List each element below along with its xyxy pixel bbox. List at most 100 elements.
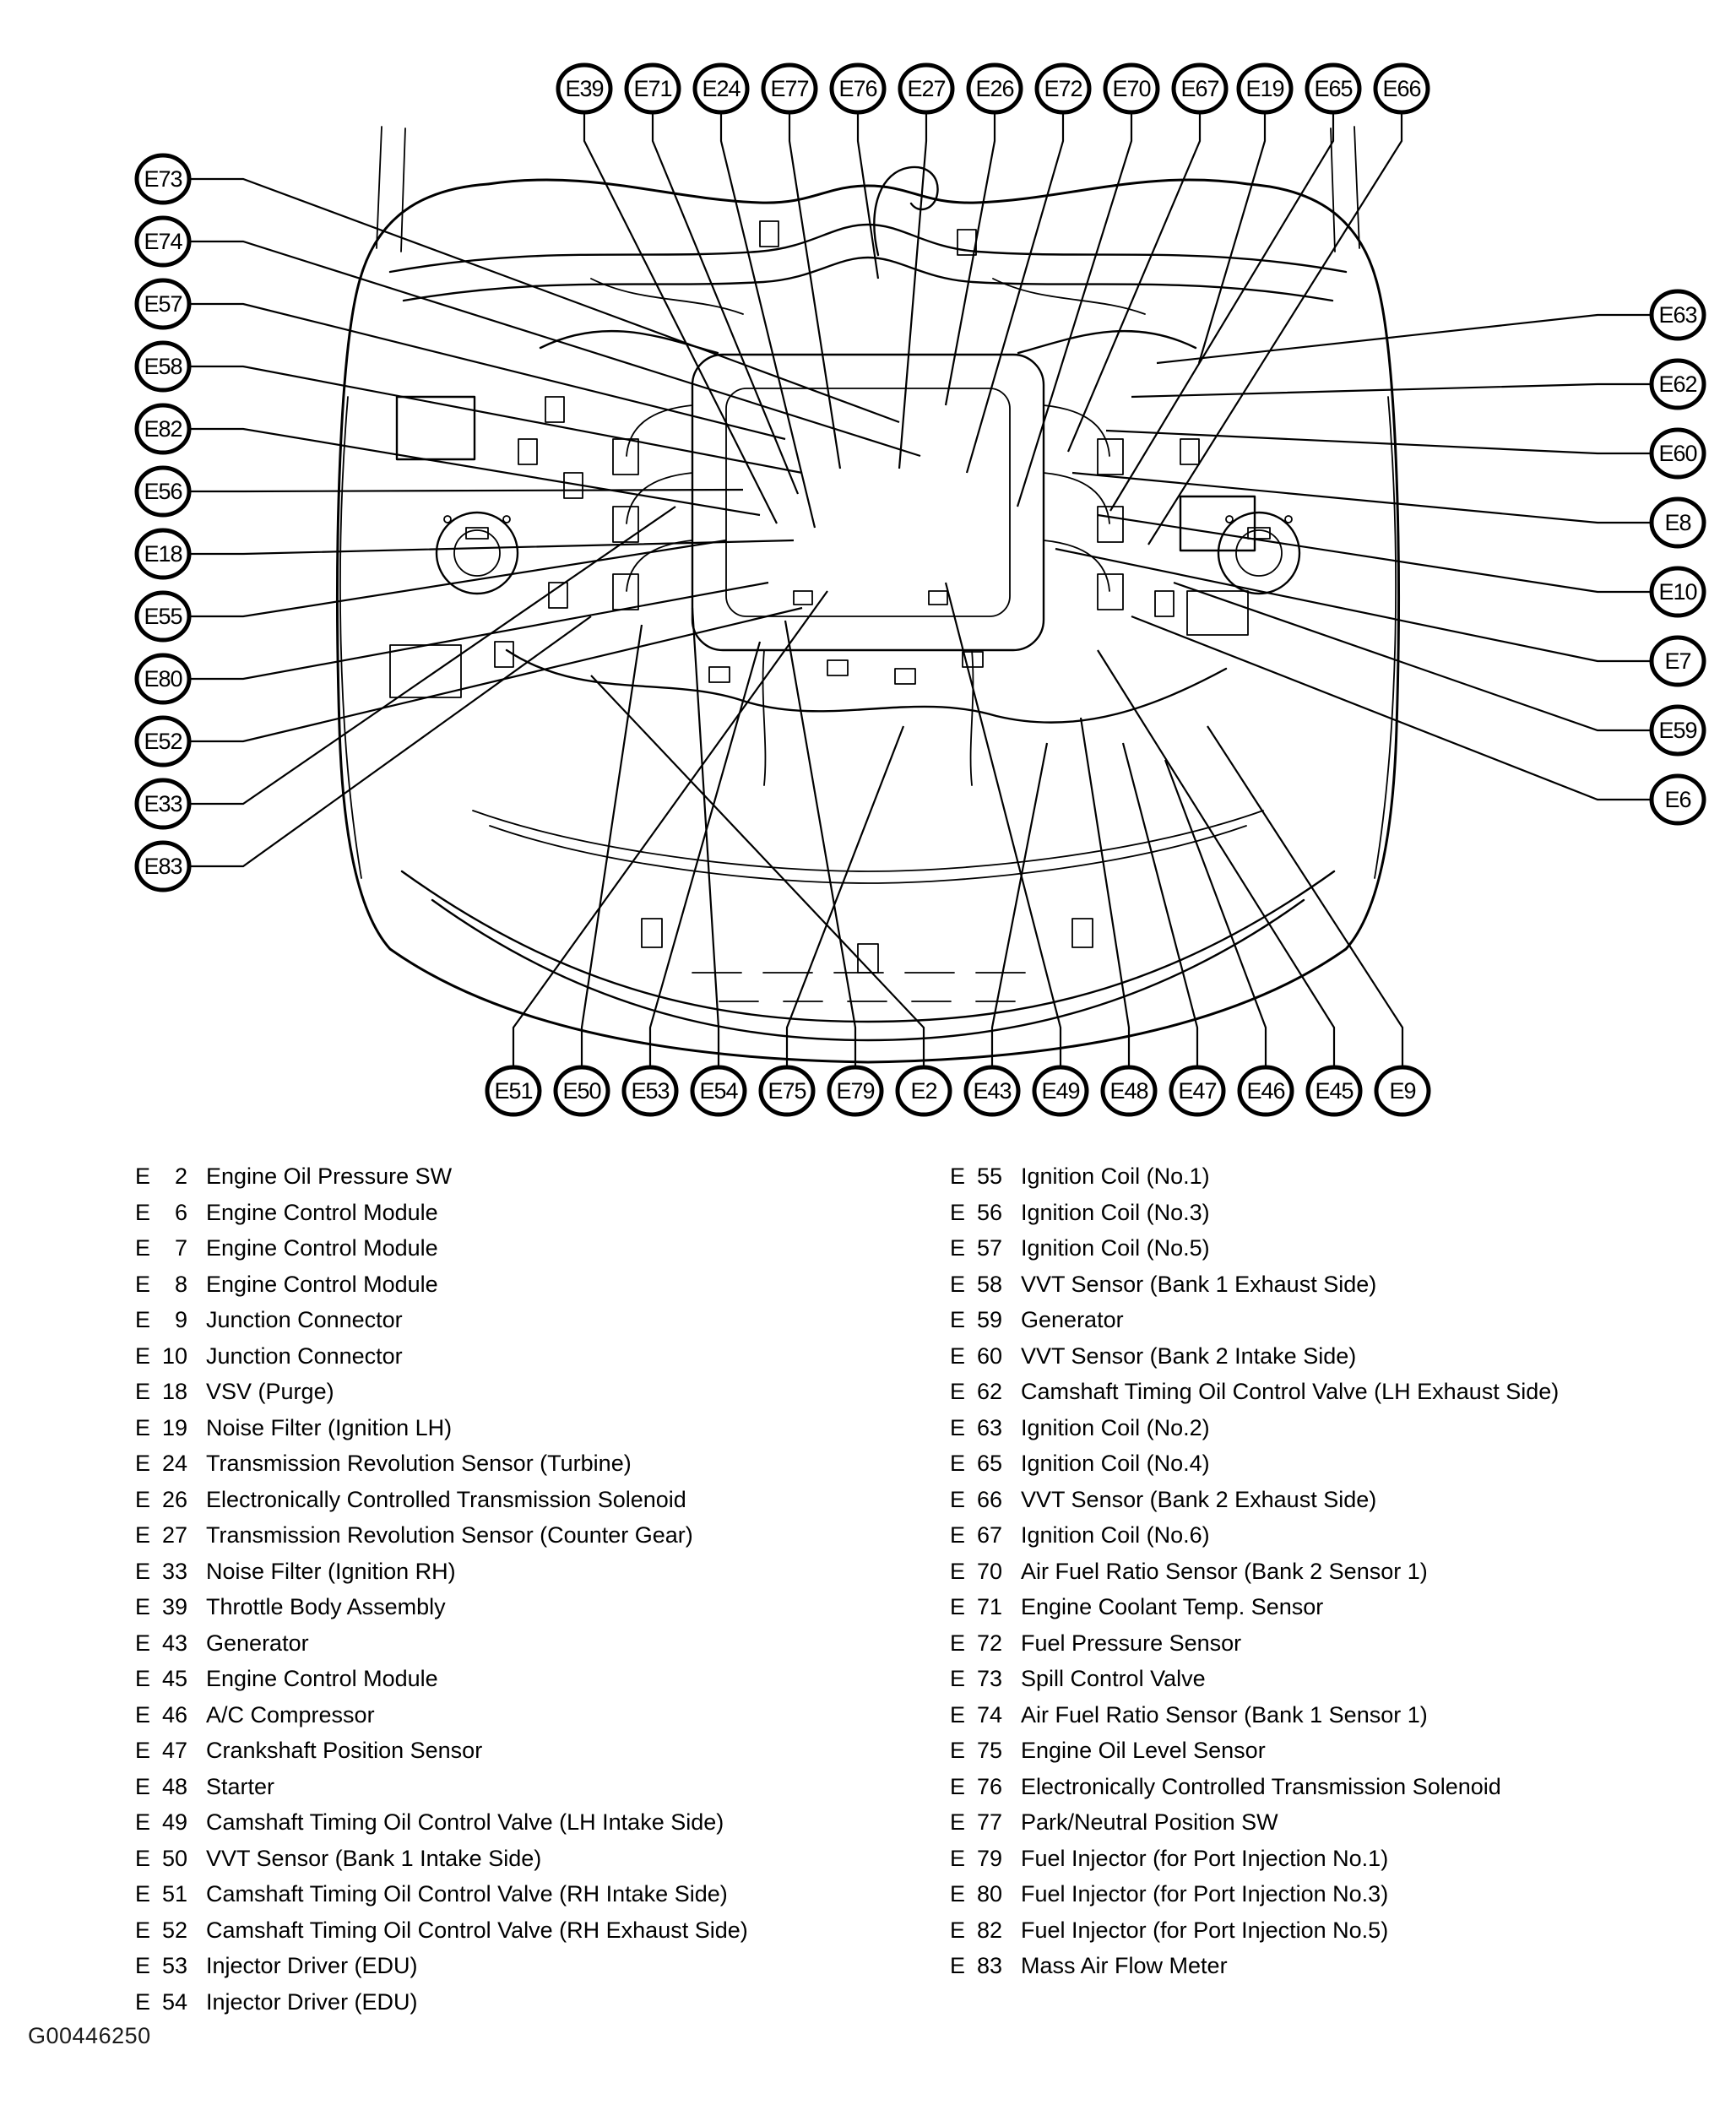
callout-E9: E9 xyxy=(1207,725,1431,1117)
legend-name: Starter xyxy=(206,1773,275,1799)
leader-line xyxy=(944,582,1062,1067)
leader-line xyxy=(189,616,592,868)
callout-label: E26 xyxy=(975,76,1013,101)
legend-name: Crankshaft Position Sensor xyxy=(206,1738,483,1763)
callout-E58: E58 xyxy=(134,340,803,475)
callout-label: E63 xyxy=(1658,302,1696,328)
leader-line xyxy=(189,606,803,743)
legend-name: VSV (Purge) xyxy=(206,1379,334,1404)
legend-name: Ignition Coil (No.3) xyxy=(1021,1199,1210,1225)
callout-circle xyxy=(1649,635,1706,687)
callout-label: E71 xyxy=(633,76,671,101)
leader-line xyxy=(1079,717,1131,1067)
callout-circle xyxy=(1649,358,1706,410)
callout-label: E50 xyxy=(562,1078,600,1104)
leader-line xyxy=(189,581,769,681)
legend-name: Electronically Controlled Transmission S… xyxy=(1021,1773,1501,1799)
legend-name: Engine Oil Level Sensor xyxy=(1021,1738,1266,1763)
engine-compartment-diagram: E39E71E24E77E76E27E26E72E70E67E19E65E66E… xyxy=(134,62,1706,1117)
callout-E60: E60 xyxy=(1105,427,1706,480)
leader-line xyxy=(1097,649,1336,1067)
callout-circle xyxy=(1237,1065,1294,1117)
callout-E49: E49 xyxy=(944,582,1089,1117)
callout-circle xyxy=(829,62,887,115)
callout-label: E51 xyxy=(494,1078,532,1104)
leader-line xyxy=(1016,112,1133,507)
callout-label: E39 xyxy=(565,76,603,101)
callout-circle xyxy=(134,465,192,518)
callout-label: E70 xyxy=(1112,76,1150,101)
leader-line xyxy=(189,427,761,517)
leader-line xyxy=(189,177,900,424)
callout-E50: E50 xyxy=(553,624,643,1117)
legend-name: Injector Driver (EDU) xyxy=(206,1988,418,2015)
callout-circle xyxy=(134,403,192,455)
callout-E56: E56 xyxy=(134,465,744,518)
callout-label: E82 xyxy=(144,416,182,442)
leader-line xyxy=(1147,112,1403,545)
callout-circle xyxy=(1649,773,1706,826)
callout-circle xyxy=(134,653,192,705)
legend-name: Engine Control Module xyxy=(206,1199,438,1225)
legend-name: VVT Sensor (Bank 1 Exhaust Side) xyxy=(1021,1271,1377,1297)
callout-circle xyxy=(624,62,681,115)
callout-E72: E72 xyxy=(965,62,1092,474)
leader-line xyxy=(583,112,778,524)
leader-line xyxy=(1097,513,1652,594)
legend-name: Ignition Coil (No.5) xyxy=(1021,1235,1210,1261)
leader-line xyxy=(784,620,857,1067)
leader-line xyxy=(1055,547,1652,663)
callout-circle xyxy=(1032,1065,1089,1117)
callout-label: E24 xyxy=(702,76,741,101)
legend-name: VVT Sensor (Bank 1 Intake Side) xyxy=(206,1845,542,1871)
callout-E51: E51 xyxy=(485,590,828,1117)
leader-line xyxy=(719,112,816,529)
callout-circle xyxy=(134,278,192,330)
leader-line xyxy=(1131,382,1652,399)
callout-label: E46 xyxy=(1246,1078,1284,1104)
leader-line xyxy=(189,365,803,475)
callout-label: E45 xyxy=(1315,1078,1353,1104)
callout-label: E65 xyxy=(1314,76,1352,101)
legend-name: Engine Oil Pressure SW xyxy=(206,1163,453,1189)
leader-line xyxy=(856,112,880,279)
callout-label: E74 xyxy=(144,229,182,254)
legend-name: Engine Control Module xyxy=(206,1666,438,1691)
leader-line xyxy=(512,590,828,1067)
callout-circle xyxy=(895,1065,952,1117)
callout-label: E62 xyxy=(1658,372,1696,397)
callout-E66: E66 xyxy=(1147,62,1430,545)
callout-circle xyxy=(134,715,192,768)
callout-label: E76 xyxy=(838,76,876,101)
callout-E83: E83 xyxy=(134,616,592,892)
callout-label: E54 xyxy=(699,1078,738,1104)
